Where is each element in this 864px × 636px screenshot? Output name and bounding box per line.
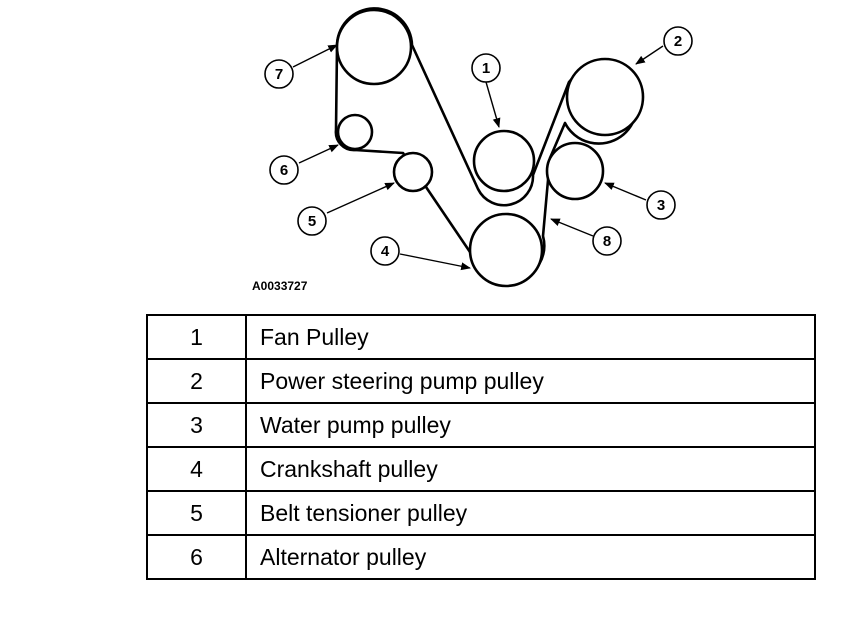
legend-description: Fan Pulley [245, 314, 816, 360]
callout-1: 1 [471, 53, 501, 83]
svg-text:5: 5 [308, 213, 316, 230]
legend-number: 6 [146, 534, 247, 580]
callout-8: 8 [592, 226, 622, 256]
table-row: 3 Water pump pulley [146, 402, 816, 448]
pulley-2-power-steering [565, 57, 645, 137]
legend-number: 1 [146, 314, 247, 360]
legend-table: 1 Fan Pulley 2 Power steering pump pulle… [146, 314, 816, 580]
svg-text:7: 7 [275, 66, 283, 83]
callout-7: 7 [264, 59, 294, 89]
svg-text:8: 8 [603, 233, 611, 250]
callout-markers: 1 2 3 4 5 6 7 8 [264, 26, 693, 266]
svg-text:2: 2 [674, 33, 682, 50]
pulley-4-crankshaft [468, 212, 544, 288]
pulley-3-water-pump [545, 141, 605, 201]
callout-2: 2 [663, 26, 693, 56]
table-row: 6 Alternator pulley [146, 534, 816, 580]
pulley-6-alternator [336, 113, 374, 151]
table-row: 4 Crankshaft pulley [146, 446, 816, 492]
table-row: 2 Power steering pump pulley [146, 358, 816, 404]
svg-text:4: 4 [381, 243, 390, 260]
svg-text:1: 1 [482, 60, 490, 77]
legend-number: 4 [146, 446, 247, 492]
legend-number: 3 [146, 402, 247, 448]
callout-5: 5 [297, 206, 327, 236]
table-row: 1 Fan Pulley [146, 314, 816, 360]
table-row: 5 Belt tensioner pulley [146, 490, 816, 536]
callout-4: 4 [370, 236, 400, 266]
callout-leaders [292, 44, 664, 271]
legend-number: 5 [146, 490, 247, 536]
belt-routing-diagram: 1 2 3 4 5 6 7 8 A0033727 [252, 7, 693, 293]
legend-description: Power steering pump pulley [245, 358, 816, 404]
svg-text:6: 6 [280, 162, 288, 179]
legend-description: Crankshaft pulley [245, 446, 816, 492]
legend-number: 2 [146, 358, 247, 404]
legend-description: Belt tensioner pulley [245, 490, 816, 536]
svg-text:3: 3 [657, 197, 665, 214]
callout-3: 3 [646, 190, 676, 220]
figure-id: A0033727 [252, 279, 308, 293]
legend-description: Alternator pulley [245, 534, 816, 580]
pulley-1-fan [472, 129, 536, 193]
pulley-7 [335, 8, 413, 86]
legend-description: Water pump pulley [245, 402, 816, 448]
pulley-5-tensioner [392, 151, 434, 193]
pulleys [335, 8, 645, 288]
callout-6: 6 [269, 155, 299, 185]
